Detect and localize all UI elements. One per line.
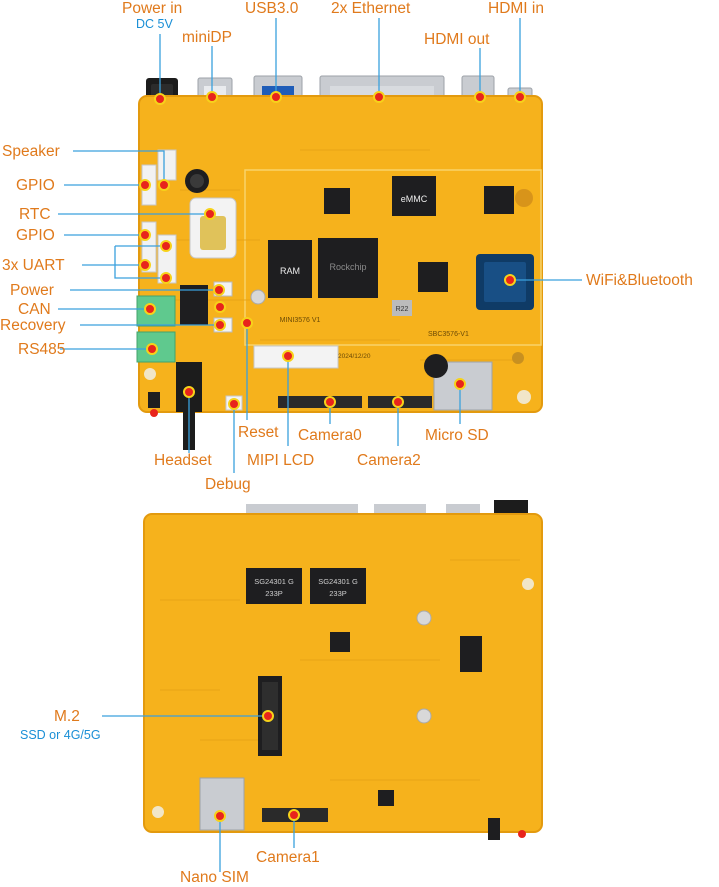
label-can: CAN xyxy=(18,301,51,318)
callout-dot-icon xyxy=(204,208,216,220)
callout-dot-icon xyxy=(504,274,516,286)
eth-chip-b-code: 233P xyxy=(329,589,347,598)
nano-sim-slot xyxy=(199,777,245,831)
label-rs485: RS485 xyxy=(18,341,66,358)
label-mipi-lcd: MIPI LCD xyxy=(247,452,315,469)
callout-dot-icon xyxy=(183,386,195,398)
callout-dot-icon xyxy=(146,343,158,355)
label-nano-sim: Nano SIM xyxy=(180,869,249,886)
label-power-in-sub: DC 5V xyxy=(136,17,173,31)
soc-silkscreen: Rockchip xyxy=(329,262,366,272)
label-gpio-top: GPIO xyxy=(16,177,55,194)
top-board: RAM Rockchip eMMC R22 MINI3576 V1 SBC357… xyxy=(136,75,543,450)
eth-chip-a-code: 233P xyxy=(265,589,283,598)
callout-dot-icon xyxy=(214,319,226,331)
label-usb3: USB3.0 xyxy=(245,0,299,17)
label-camera0: Camera0 xyxy=(298,427,362,444)
label-recovery: Recovery xyxy=(0,317,66,334)
leader-lines xyxy=(58,18,582,872)
callout-dot-icon xyxy=(160,272,172,284)
model-silkscreen: MINI3576 V1 xyxy=(280,317,321,324)
callout-dot-icon xyxy=(144,303,156,315)
callout-dot-icon xyxy=(454,378,466,390)
callout-dot-icon xyxy=(373,91,385,103)
callout-dot-icon xyxy=(139,179,151,191)
leader-speaker xyxy=(73,150,165,185)
callout-dot-icon xyxy=(154,93,166,105)
callout-dot-icon xyxy=(158,179,170,191)
label-m2: M.2 xyxy=(54,708,80,725)
label-power-in: Power in xyxy=(122,0,183,17)
callout-dot-icon xyxy=(288,809,300,821)
callout-dot-icon xyxy=(213,284,225,296)
label-hdmi-out: HDMI out xyxy=(424,31,490,48)
label-camera2: Camera2 xyxy=(357,452,421,469)
soc-chip xyxy=(318,238,378,298)
label-hdmi-in: HDMI in xyxy=(488,0,544,17)
label-minidp: miniDP xyxy=(182,29,232,46)
callout-dot-icon xyxy=(214,301,226,313)
emmc-chip xyxy=(392,176,436,216)
label-gpio-mid: GPIO xyxy=(16,227,55,244)
camera0-connector xyxy=(278,396,362,408)
callout-dot-icon xyxy=(160,240,172,252)
eth-chip-b xyxy=(310,568,366,604)
callout-dot-icon xyxy=(514,91,526,103)
can-terminal xyxy=(136,295,176,327)
label-uart: 3x UART xyxy=(2,257,65,274)
emmc-silkscreen: eMMC xyxy=(401,194,428,204)
callout-dot-icon xyxy=(139,229,151,241)
label-power: Power xyxy=(10,282,54,299)
eth-chip-b-label: SG24301 G xyxy=(318,577,358,586)
callout-dot-icon xyxy=(262,710,274,722)
label-wifi-bluetooth: WiFi&Bluetooth xyxy=(586,272,693,289)
ram-chip xyxy=(268,240,312,298)
label-ethernet: 2x Ethernet xyxy=(331,0,411,17)
label-camera1: Camera1 xyxy=(256,849,320,866)
callout-dot-icon xyxy=(270,91,282,103)
callout-dot-icon xyxy=(206,91,218,103)
leader-uart xyxy=(82,245,166,279)
label-debug: Debug xyxy=(205,476,251,493)
label-m2-sub: SSD or 4G/5G xyxy=(20,728,101,742)
sbc-silkscreen: SBC3576-V1 xyxy=(428,331,469,338)
mipi-lcd-connector xyxy=(253,345,339,369)
date-silkscreen: 2024/12/20 xyxy=(338,353,371,360)
label-reset: Reset xyxy=(238,424,279,441)
eth-chip-a xyxy=(246,568,302,604)
label-headset: Headset xyxy=(154,452,212,469)
label-speaker: Speaker xyxy=(2,143,60,160)
callout-dot-icon xyxy=(228,398,240,410)
callout-dot-icon xyxy=(139,259,151,271)
ram-silkscreen: RAM xyxy=(280,266,300,276)
callout-dot-icon xyxy=(474,91,486,103)
r22-silkscreen: R22 xyxy=(396,306,409,313)
callout-dot-icon xyxy=(392,396,404,408)
callout-dot-icon xyxy=(324,396,336,408)
callout-markers xyxy=(139,91,526,822)
bottom-board: SG24301 G 233P SG24301 G 233P xyxy=(143,500,543,840)
bottom-board-pcb xyxy=(143,513,543,833)
callout-dot-icon xyxy=(282,350,294,362)
callout-dot-icon xyxy=(241,317,253,329)
label-rtc: RTC xyxy=(19,206,51,223)
label-micro-sd: Micro SD xyxy=(425,427,489,444)
speaker-connector xyxy=(157,149,177,181)
callout-dot-icon xyxy=(214,810,226,822)
eth-chip-a-label: SG24301 G xyxy=(254,577,294,586)
